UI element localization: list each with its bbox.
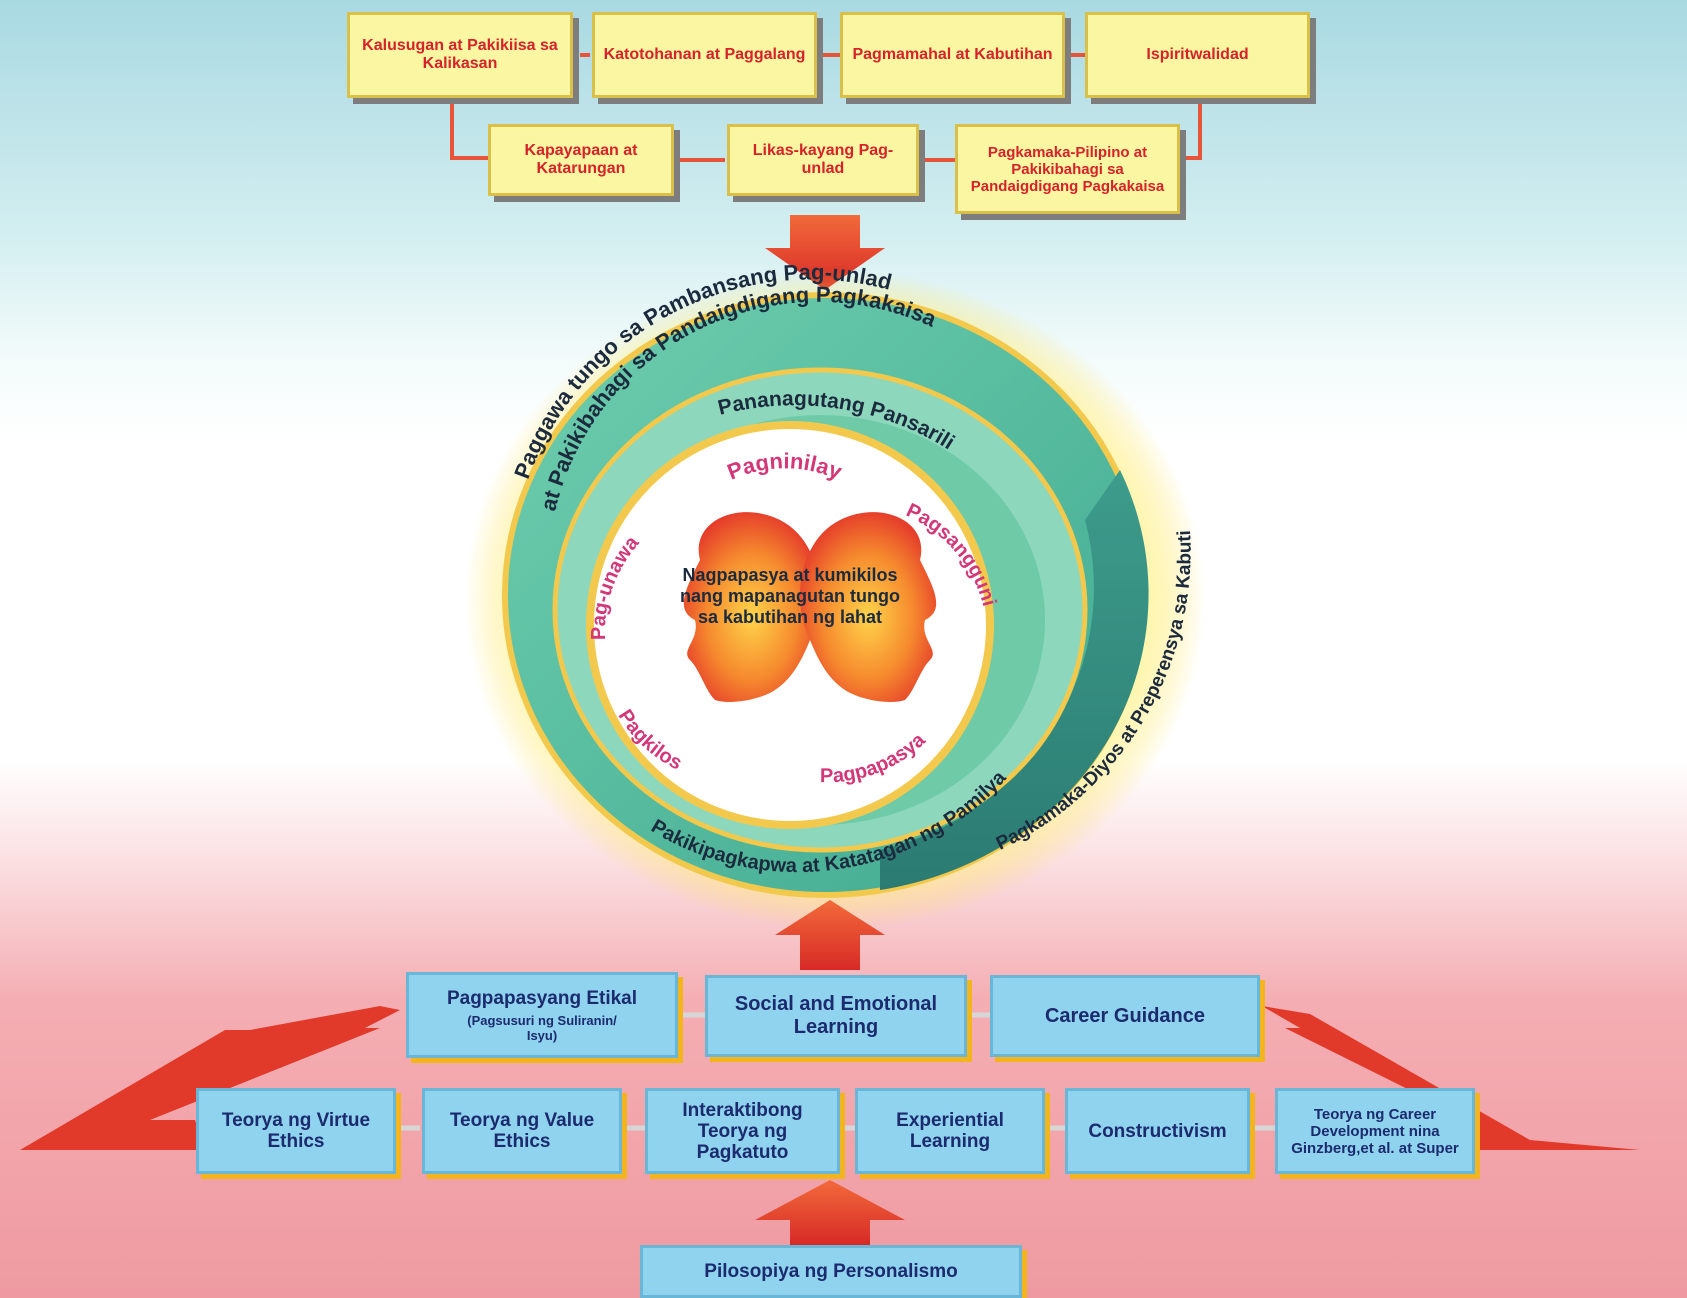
value-box-ispiritwalidad: Ispiritwalidad — [1085, 12, 1310, 98]
approach-box-sel: Social and Emotional Learning — [705, 975, 967, 1057]
foundation-box: Pilosopiya ng Personalismo — [640, 1245, 1022, 1298]
center-text-container: Nagpapasya at kumikilos nang mapanagutan… — [680, 565, 900, 627]
approach-ethical-subtitle: (Pagsusuri ng Suliranin/ Isyu) — [467, 1012, 617, 1043]
down-arrow — [765, 215, 885, 290]
value-box-pagmamahal: Pagmamahal at Kabutihan — [840, 12, 1065, 98]
right-bracket-arrow — [1262, 1006, 1640, 1150]
theory-box-constructivism: Constructivism — [1065, 1088, 1250, 1174]
theory-box-virtue-ethics: Teorya ng Virtue Ethics — [196, 1088, 396, 1174]
center-text: Nagpapasya at kumikilos nang mapanagutan… — [680, 565, 900, 627]
top-connectors — [450, 53, 1202, 162]
value-box-pagkamaka-pilipino: Pagkamaka-Pilipino at Pakikibahagi sa Pa… — [955, 124, 1180, 214]
theory-box-value-ethics: Teorya ng Value Ethics — [422, 1088, 622, 1174]
value-box-kalusugan: Kalusugan at Pakikiisa sa Kalikasan — [347, 12, 573, 98]
approach-box-ethical: Pagpapasyang Etikal (Pagsusuri ng Sulira… — [406, 972, 678, 1058]
value-box-likas-kayang: Likas-kayang Pag-unlad — [727, 124, 919, 196]
value-box-kapayapaan: Kapayapaan at Katarungan — [488, 124, 674, 196]
blue-connectors — [400, 1012, 1275, 1131]
theory-box-career-development: Teorya ng Career Development nina Ginzbe… — [1275, 1088, 1475, 1174]
up-arrow-top — [775, 900, 885, 970]
dark-teal-band — [880, 470, 1149, 890]
heads-silhouette — [683, 512, 937, 702]
up-arrow-bottom — [755, 1180, 905, 1245]
approach-box-career: Career Guidance — [990, 975, 1260, 1057]
theory-box-experiential: Experiential Learning — [855, 1088, 1045, 1174]
value-box-katotohanan: Katotohanan at Paggalang — [592, 12, 817, 98]
approach-ethical-title: Pagpapasyang Etikal — [446, 987, 638, 1009]
theory-box-interaktibong: Interaktibong Teorya ng Pagkatuto — [645, 1088, 840, 1174]
left-bracket-arrow — [20, 1006, 400, 1150]
